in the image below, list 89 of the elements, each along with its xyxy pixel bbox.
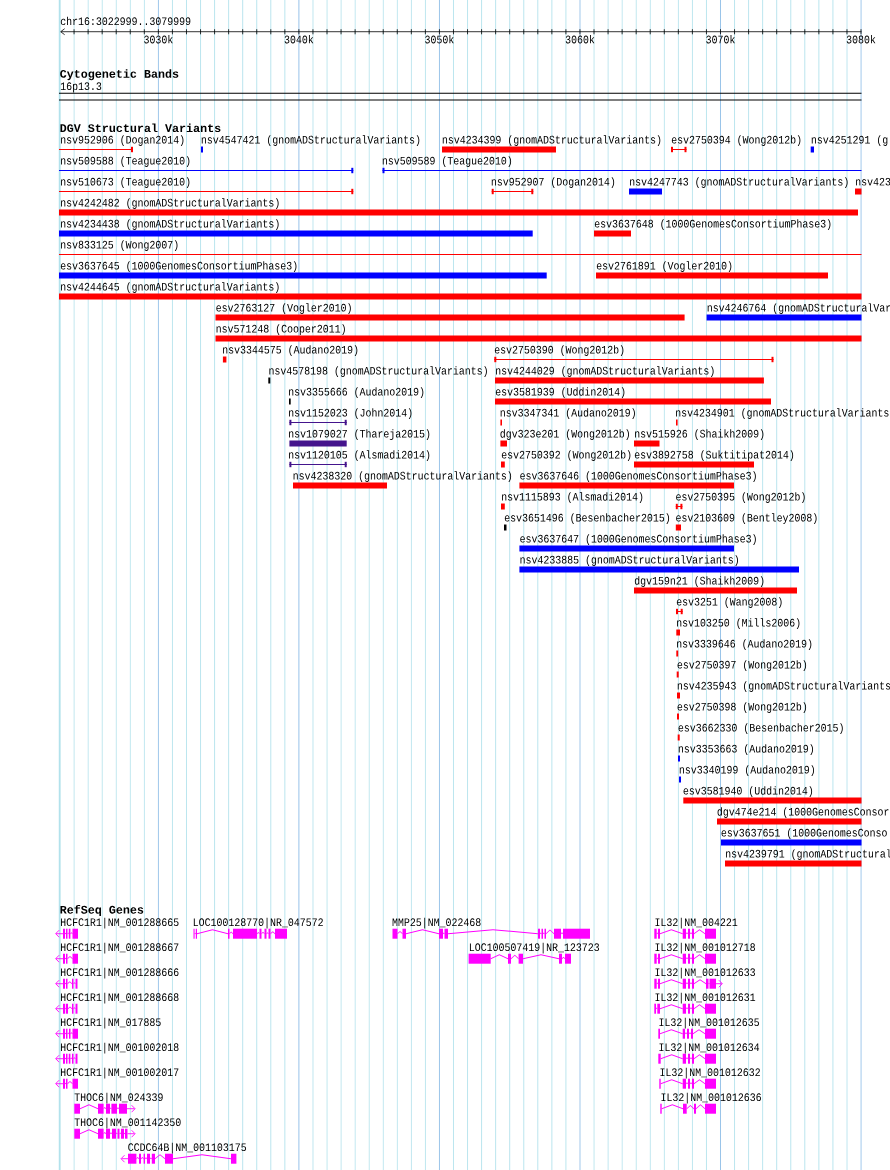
variant-label: nsv4251291 (g [811,135,888,146]
variant-label: nsv3340199 (Audano2019) [679,765,815,776]
variant-label: nsv4244029 (gnomADStructuralVariants) [496,366,714,377]
track-title: RefSeq Genes [60,904,144,917]
gene-label: LOC100507419|NR_123723 [469,942,599,954]
variant-label: esv3251 (Wang2008) [676,597,782,608]
variant-label: esv3581939 (Uddin2014) [495,387,625,398]
band-label: 16p13.3 [60,82,102,93]
tick-label: 3070k [706,35,735,44]
variant-label: esv3637646 (1000GenomesConsortiumPhase3) [520,471,756,482]
variant-label: nsv3339646 (Audano2019) [677,639,812,650]
tick-label: 3030k [144,35,173,44]
variant-label: esv3637651 (1000GenomesConso [721,828,887,839]
variant-label: esv2103609 (Bentley2008) [676,513,817,524]
variant-label: nsv833125 (Wong2007) [61,240,178,251]
variant-label: dgv323e201 (Wong2012b) [500,429,629,440]
variant-label: nsv4242482 (gnomADStructuralVariants) [61,198,279,209]
gene-label: THOC6|NM_024339 [74,1092,163,1104]
variant-label: nsv103250 (Mills2006) [677,618,800,629]
variant-label: nsv1079027 (Thareja2015) [289,429,430,440]
track-title: DGV Structural Variants [60,123,221,133]
variant-label: esv2750392 (Wong2012b) [501,450,631,461]
variant-label: nsv4578198 (gnomADStructuralVariants) [269,366,487,377]
variant-label: nsv509589 (Teague2010) [382,156,512,167]
gene-label: HCFC1R1|NM_001288668 [61,992,179,1004]
variant-label: nsv423 [856,177,890,186]
variant-label: nsv952907 (Dogan2014) [491,177,615,188]
gene-label: HCFC1R1|NM_017885 [61,1017,161,1029]
variant-label: nsv515926 (Shaikh2009) [635,429,764,440]
tick-label: 3040k [284,35,314,44]
variant-label: esv3637648 (1000GenomesConsortiumPhase3) [594,219,831,230]
variant-label: esv2750390 (Wong2012b) [494,345,624,356]
gene-label: IL32|NM_001012718 [655,942,755,954]
gene-label: HCFC1R1|NM_001288666 [61,967,179,979]
variant-label: esv3637647 (1000GenomesConsortiumPhase3) [520,534,756,545]
variant-label: nsv4244645 (gnomADStructuralVariants) [61,282,279,293]
variant-label: dgv159n21 (Shaikh2009) [634,576,764,587]
gene-label: MMP25|NM_022468 [392,917,481,929]
variant-label: nsv3344575 (Audano2019) [223,345,358,356]
variant-label: nsv4547421 (gnomADStructuralVariants) [201,135,420,146]
gene-label: HCFC1R1|NM_001002018 [61,1042,179,1054]
variant-label: nsv4235943 (gnomADStructuralVariants [677,681,890,692]
gene-label: HCFC1R1|NM_001288667 [61,942,179,954]
gene-label: IL32|NM_001012634 [659,1042,760,1054]
gene-label: IL32|NM_001012635 [659,1017,759,1029]
position-label: chr16:3022999..3079999 [60,16,191,26]
gene-label: IL32|NM_001012633 [655,967,755,979]
variant-label: esv2763127 (Vogler2010) [216,303,351,314]
variant-label: esv2750398 (Wong2012b) [677,702,807,713]
tick-label: 3050k [425,35,454,44]
variant-label: nsv1115893 (Alsmadi2014) [502,492,643,503]
variant-label: nsv1120105 (Alsmadi2014) [289,450,430,461]
variant-label: esv3581940 (Uddin2014) [683,786,813,797]
gene-label: THOC6|NM_001142350 [74,1117,181,1129]
variant-label: nsv571248 (Cooper2011) [216,324,345,335]
gene-label: IL32|NM_004221 [655,917,738,929]
variant-label: nsv3355666 (Audano2019) [289,387,424,398]
variant-label: esv2750395 (Wong2012b) [676,492,805,503]
variant-label: nsv1152023 (John2014) [289,408,412,419]
gene-label: HCFC1R1|NM_001002017 [61,1067,179,1079]
variant-label: esv3892758 (Suktitipat2014) [634,450,794,461]
tick-label: 3060k [565,35,595,44]
variant-label: esv3637645 (1000GenomesConsortiumPhase3) [60,261,297,272]
variant-label: dgv474e214 (1000GenomesConsor [717,807,889,818]
gene-label: IL32|NM_001012636 [661,1092,761,1104]
variant-label: esv3651496 (Besenbacher2015) [504,513,670,524]
variant-label: nsv510673 (Teague2010) [61,177,190,188]
variant-label: esv3662330 (Besenbacher2015) [678,723,843,734]
gene-label: LOC100128770|NR_047572 [193,917,323,929]
variant-label: esv2750397 (Wong2012b) [677,660,807,671]
gene-label: HCFC1R1|NM_001288665 [61,917,179,929]
variant-label: nsv4234399 (gnomADStructuralVariants) [442,135,661,146]
variant-label: esv2750394 (Wong2012b) [671,135,801,146]
variant-label: esv2761891 (Vogler2010) [596,261,732,272]
gene-label: IL32|NM_001012631 [655,992,756,1004]
variant-label: nsv4234438 (gnomADStructuralVariants) [61,219,279,230]
variant-label: nsv3353663 (Audano2019) [678,744,814,755]
variant-label: nsv509588 (Teague2010) [61,156,190,167]
tick-label: 3080k [846,35,876,44]
variant-label: nsv4247743 (gnomADStructuralVariants) [630,177,848,188]
variant-label: nsv4233885 (gnomADStructuralVariants) [520,555,738,566]
variant-label: nsv4246764 (gnomADStructuralVar [707,303,890,314]
variant-label: nsv952906 (Dogan2014) [61,135,184,146]
gene-label: IL32|NM_001012632 [660,1067,760,1079]
track-title: Cytogenetic Bands [60,69,179,81]
variant-label: nsv4238320 (gnomADStructuralVariants) [293,471,512,482]
variant-label: nsv3347341 (Audano2019) [500,408,635,419]
gene-label: CCDC64B|NM_001103175 [128,1142,246,1154]
variant-label: nsv4234901 (gnomADStructuralVariants [676,408,889,419]
